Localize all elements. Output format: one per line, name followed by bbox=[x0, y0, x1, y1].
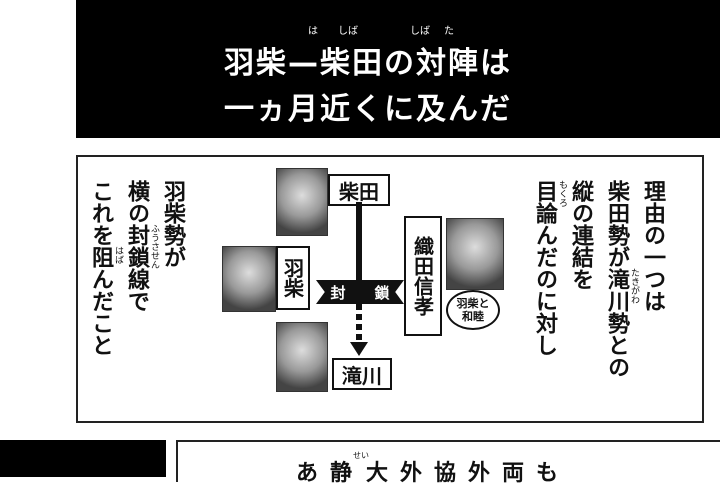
blockade-line: 封 鎖 bbox=[316, 280, 404, 304]
ruby: たきがわ bbox=[629, 268, 639, 304]
blockade-char: 封 bbox=[330, 283, 346, 302]
ruby: せい bbox=[353, 451, 369, 460]
blockade-char: 鎖 bbox=[374, 283, 390, 302]
portrait-hashiba bbox=[222, 246, 276, 312]
label-oda-nobutaka: 織田信孝 bbox=[404, 216, 442, 336]
label-hashiba: 羽柴 bbox=[276, 246, 310, 310]
ruby: しば bbox=[410, 26, 430, 37]
text-fragment: 協 bbox=[434, 461, 457, 486]
header-line-1: 羽柴—柴田の対陣は bbox=[224, 46, 512, 81]
text-fragment: 両 bbox=[502, 461, 525, 486]
col: 目論んだのに対し bbox=[532, 180, 557, 356]
arrow-dashed bbox=[356, 304, 362, 344]
next-panel bbox=[176, 440, 720, 482]
portrait-oda bbox=[446, 218, 504, 290]
text-fragment: も bbox=[536, 461, 559, 486]
col: 縦の連結を bbox=[568, 180, 593, 290]
caption-header: は しば しば た 羽柴—柴田の対陣は 一ヵ月近くに及んだ bbox=[76, 0, 720, 138]
portrait-takigawa bbox=[276, 322, 328, 392]
portrait-shibata bbox=[276, 168, 328, 236]
label-takigawa: 滝川 bbox=[332, 358, 392, 390]
text-fragment: 大 bbox=[366, 461, 389, 486]
black-panel bbox=[0, 440, 166, 477]
ruby: た bbox=[444, 26, 454, 37]
text-fragment: 静 bbox=[330, 461, 353, 486]
diagram-panel bbox=[76, 155, 704, 423]
col: 柴田勢が滝川勢との bbox=[604, 180, 629, 378]
text-fragment: あ bbox=[296, 461, 319, 486]
truce-label: 羽柴と和睦 bbox=[446, 290, 500, 330]
ruby: もくろ bbox=[557, 180, 567, 207]
col: 横の封鎖線で bbox=[124, 180, 149, 312]
text-fragment: 外 bbox=[400, 461, 423, 486]
header-line-2: 一ヵ月近くに及んだ bbox=[224, 92, 512, 127]
col: 羽柴勢が bbox=[160, 180, 185, 268]
text-fragment: 外 bbox=[468, 461, 491, 486]
col: これを阻んだこと bbox=[88, 180, 113, 356]
arrow-down-icon bbox=[350, 342, 368, 356]
ruby: ふうさせん bbox=[149, 224, 159, 269]
col: 理由の一つは bbox=[640, 180, 665, 312]
ruby: しば bbox=[338, 26, 358, 37]
ruby: はば bbox=[113, 246, 123, 264]
ruby: は bbox=[308, 26, 318, 37]
arrow-shaft bbox=[356, 202, 362, 280]
